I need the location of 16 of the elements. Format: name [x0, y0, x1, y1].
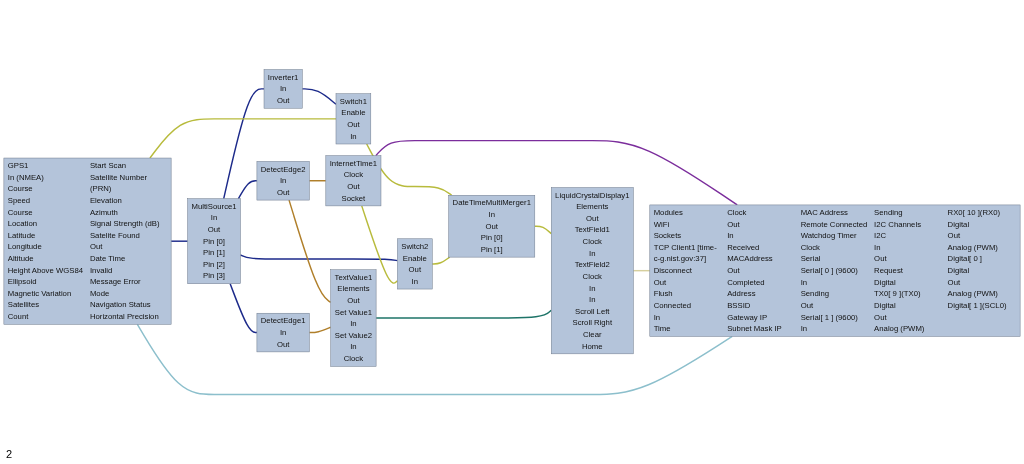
connection-count: 2: [6, 448, 13, 460]
connector: [375, 309, 552, 319]
connector: [361, 205, 399, 284]
connector: [223, 88, 265, 200]
connector: [229, 283, 258, 334]
connector: [534, 225, 552, 235]
connector: [239, 254, 399, 262]
connector: [136, 323, 733, 396]
connector: [431, 256, 451, 265]
connector: [375, 139, 738, 206]
connector: [288, 199, 332, 304]
connector: [170, 240, 189, 242]
connector: [237, 180, 258, 200]
connector: [149, 118, 337, 159]
connector: [308, 326, 332, 334]
connector: [301, 88, 337, 105]
